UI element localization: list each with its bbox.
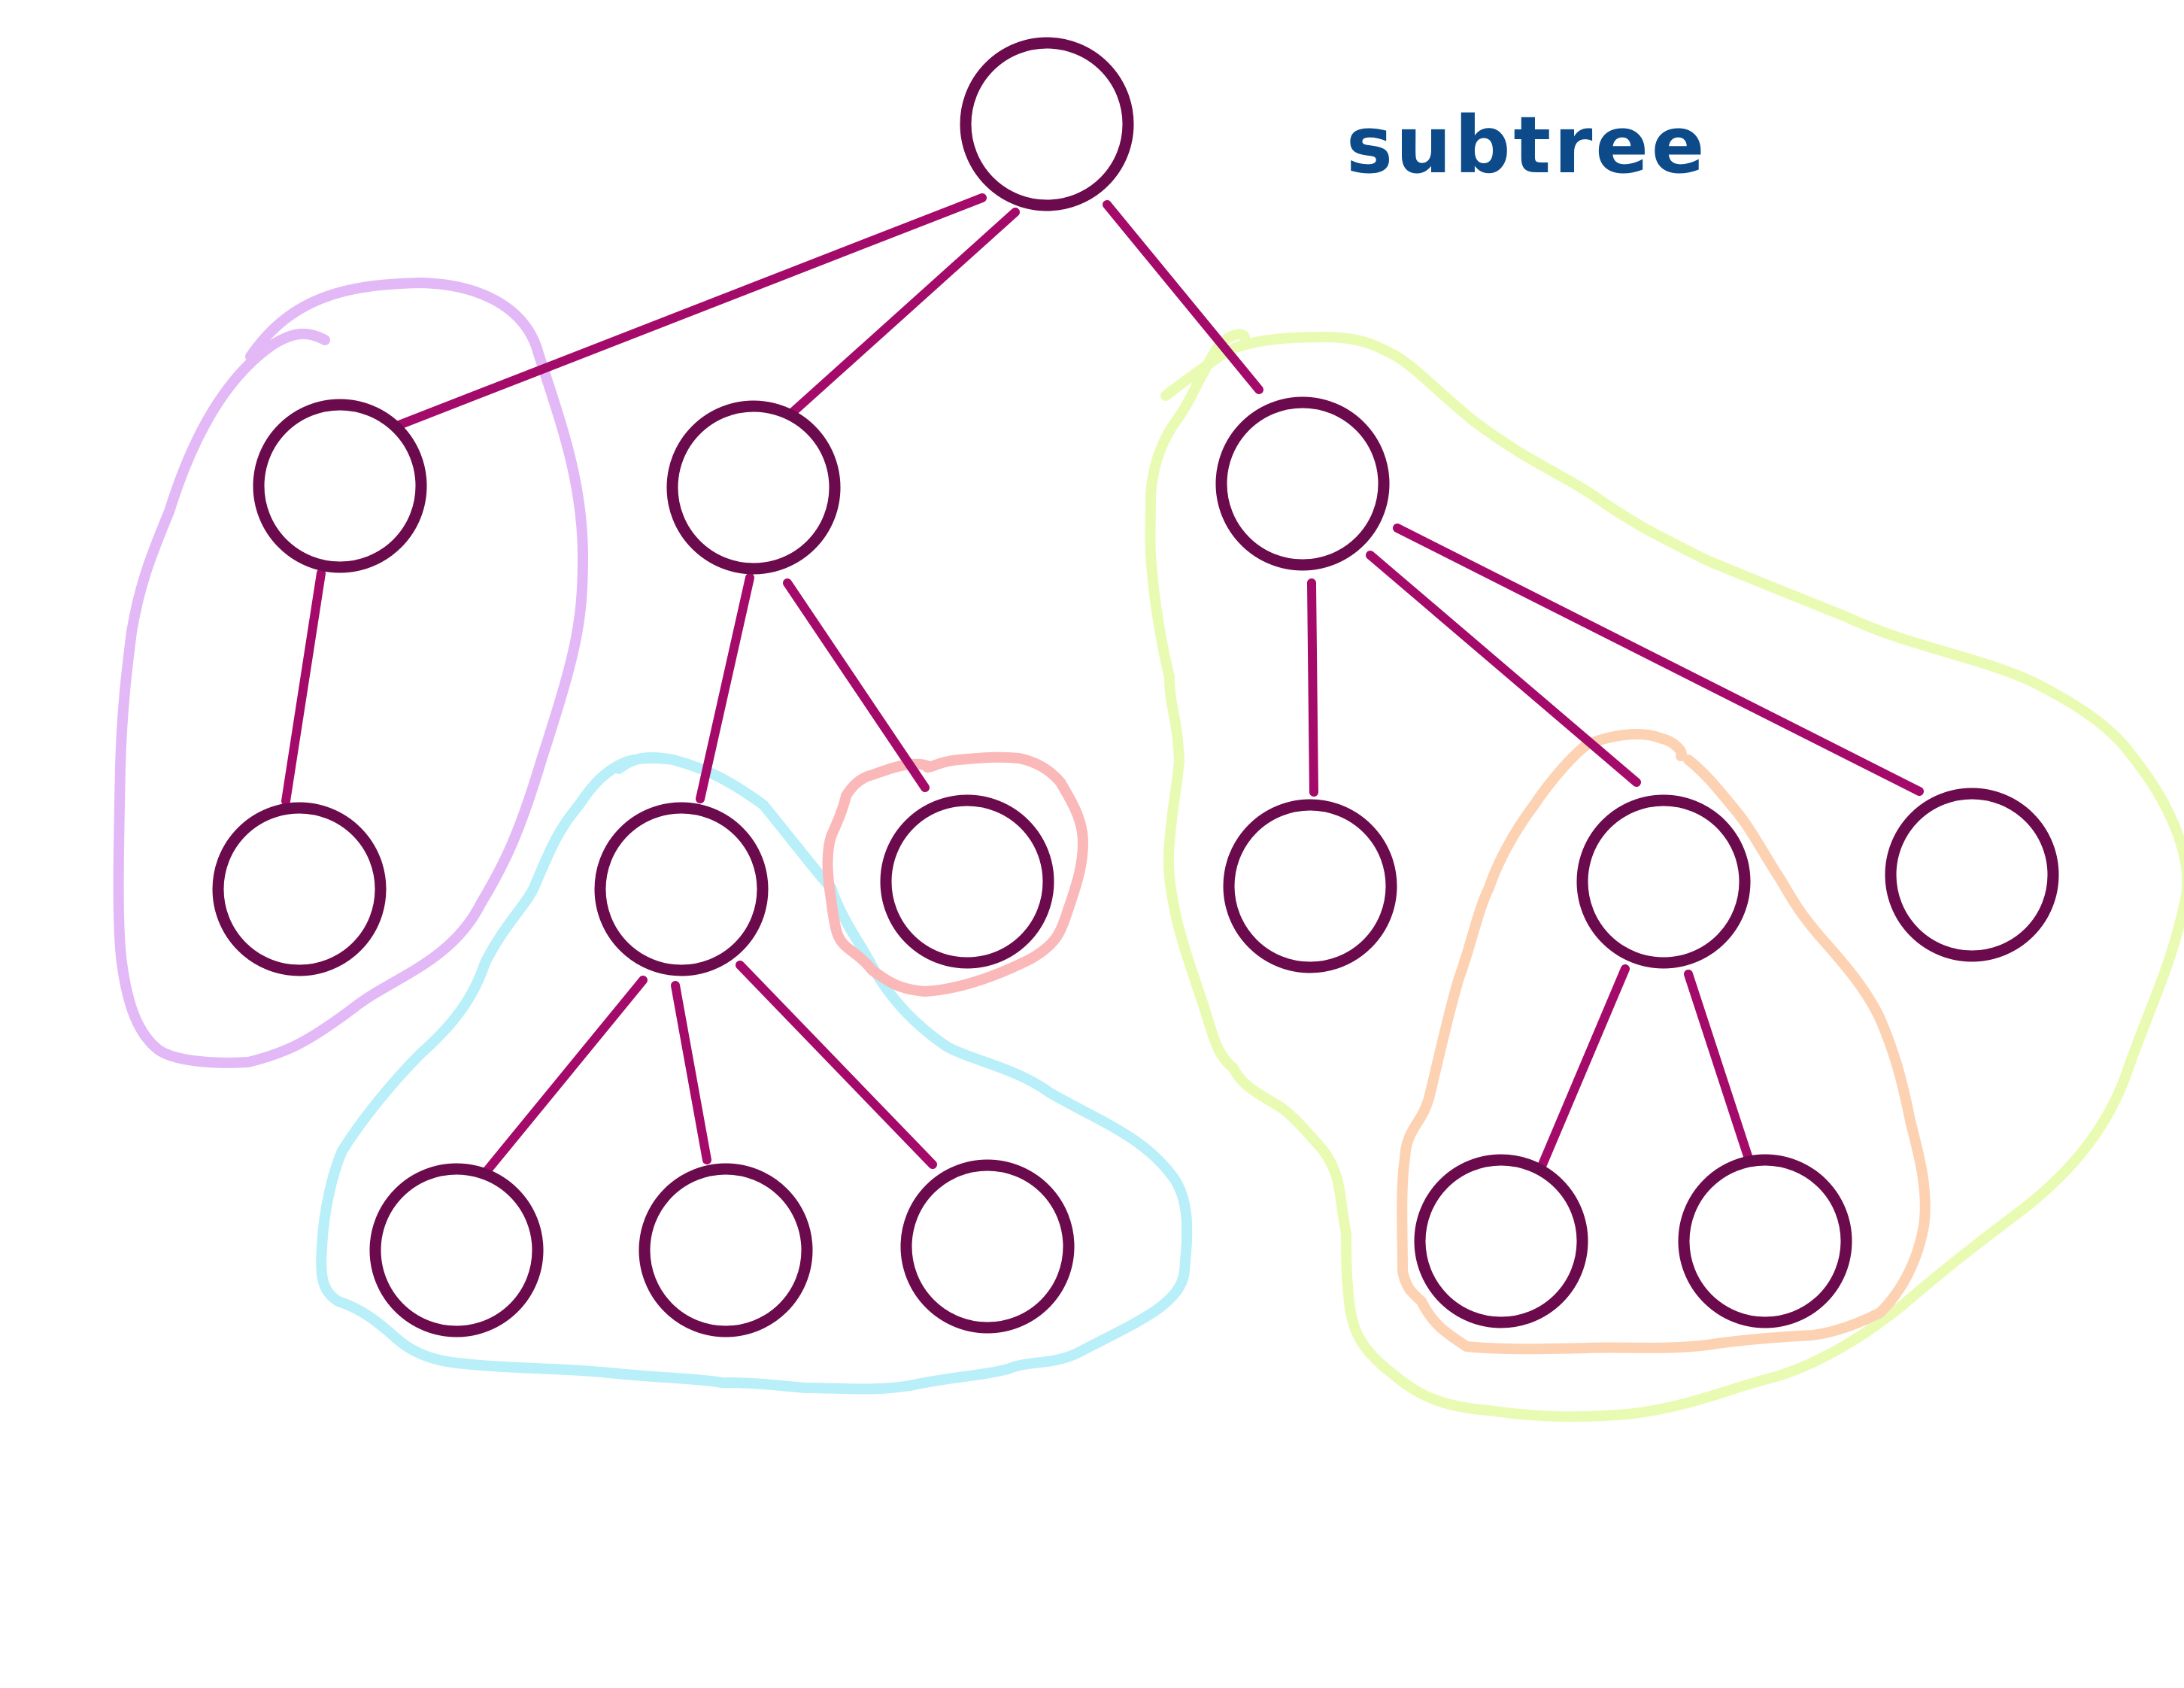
edge-root-a — [389, 193, 987, 432]
subtree-outlines — [113, 278, 2184, 1422]
tree-node-b2 — [880, 794, 1054, 969]
tree-node-b1 — [594, 802, 769, 976]
edge-c-c3 — [1393, 524, 1924, 796]
tree-nodes — [212, 37, 2059, 1337]
edge-c2-c2a — [1538, 964, 1630, 1169]
tree-node-c2b — [1678, 1154, 1852, 1328]
tree-node-b — [666, 400, 841, 575]
tree-node-a1 — [212, 802, 387, 976]
tree-edges — [281, 193, 1924, 1176]
edge-c2-c2b — [1684, 970, 1754, 1165]
diagram-title: subtree — [1346, 99, 1708, 191]
edge-root-b — [788, 208, 1020, 417]
subtree-outline-c2 — [1397, 729, 1931, 1355]
edge-c-c2 — [1366, 551, 1641, 787]
tree-node-c — [1215, 396, 1390, 571]
edge-b-b2 — [783, 578, 930, 792]
subtree-outline-a — [113, 278, 588, 1068]
edge-a-a1 — [281, 569, 326, 806]
edge-b1-b1a — [482, 976, 648, 1176]
edge-b1-b1b — [671, 981, 711, 1164]
tree-node-c3 — [1885, 788, 2059, 962]
edge-c-c1 — [1307, 578, 1318, 797]
subtree-outline-b2 — [822, 751, 1088, 997]
tree-node-b1c — [900, 1159, 1075, 1334]
tree-node-c2 — [1576, 794, 1751, 969]
edge-b1-b1c — [736, 961, 937, 1169]
subtree-outline-c — [1145, 329, 2184, 1422]
edge-b-b1 — [696, 573, 754, 803]
tree-node-c1 — [1223, 799, 1397, 973]
edge-root-c — [1103, 200, 1263, 394]
tree-node-c2a — [1414, 1154, 1588, 1328]
tree-node-b1a — [369, 1163, 544, 1337]
subtree-outline-b1 — [316, 752, 1193, 1395]
tree-node-root — [960, 37, 1134, 211]
tree-node-b1b — [639, 1163, 813, 1337]
tree-node-a — [253, 399, 427, 573]
